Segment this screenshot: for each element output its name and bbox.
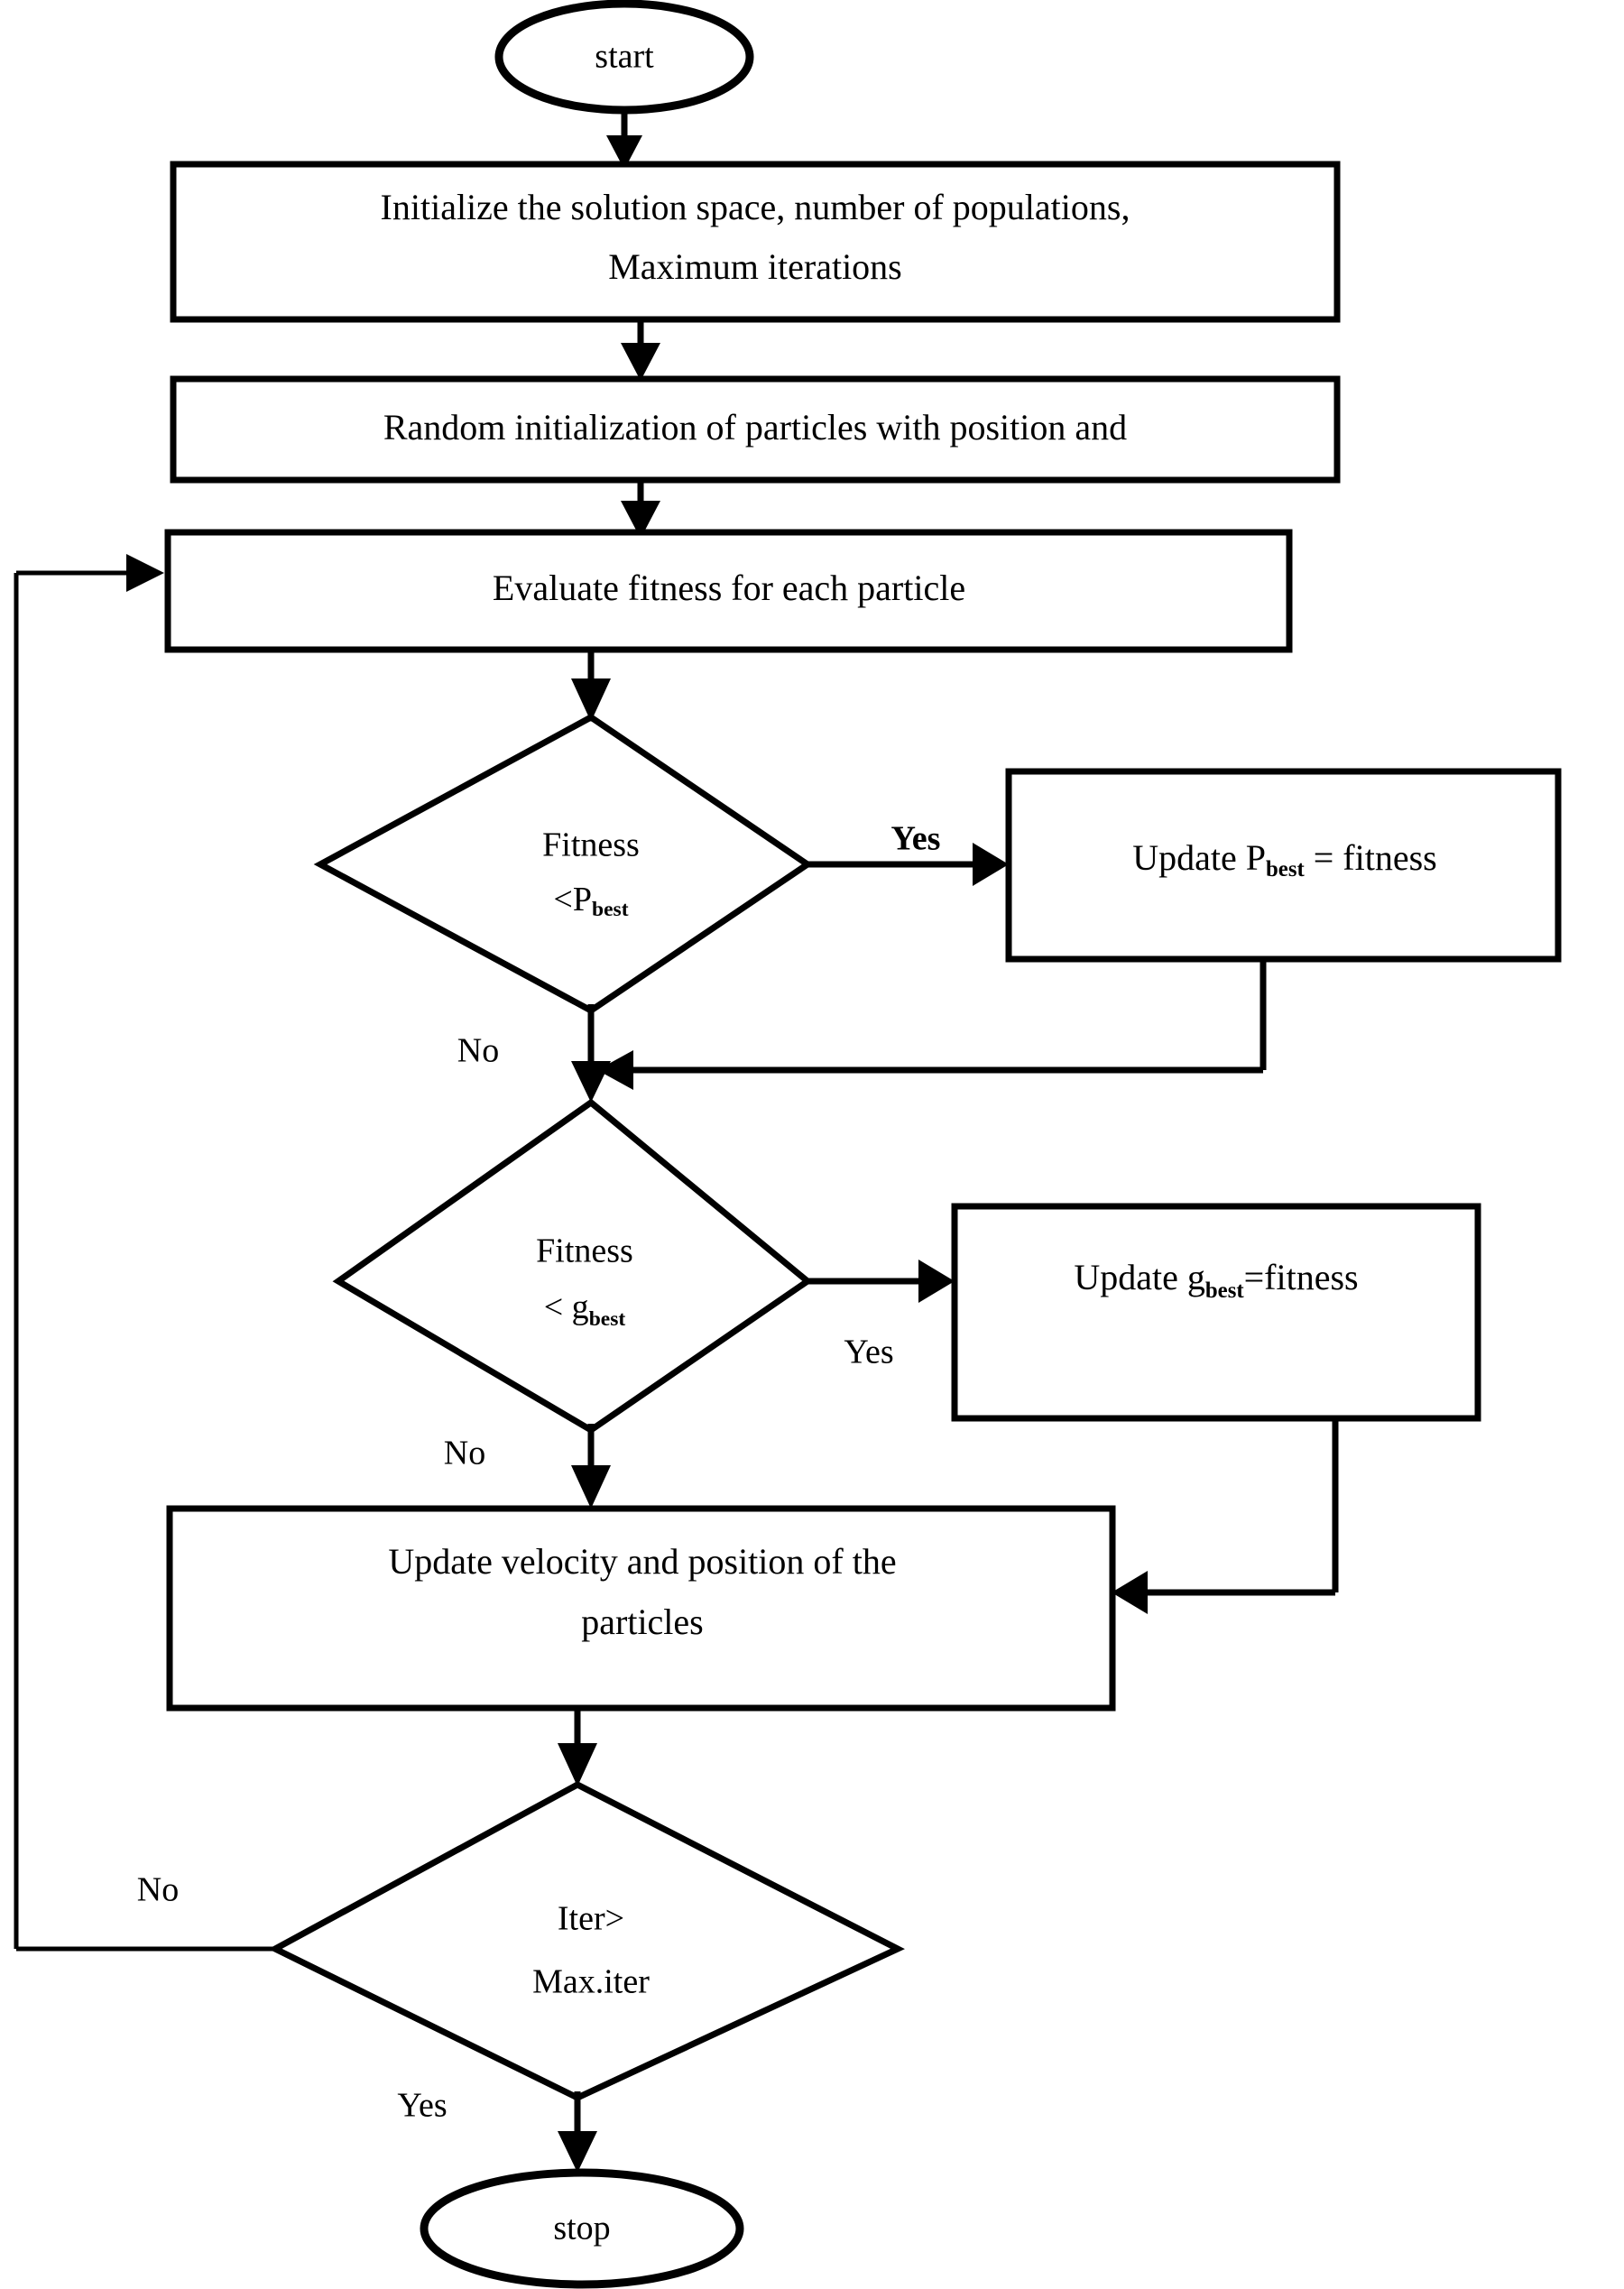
node-decision-pbest-line2: <Pbest	[553, 881, 628, 922]
node-decision-fitness-lt-gbest[interactable]: Fitness < gbest	[332, 1098, 813, 1435]
edge-start-to-init	[606, 108, 642, 170]
node-update-pbest-label: Update Pbest = fitness	[1132, 837, 1436, 881]
edge-random-init-to-evaluate	[621, 480, 660, 539]
node-decision-iter-gt-maxiter[interactable]: Iter> Max.iter	[268, 1781, 905, 2101]
node-initialize[interactable]: Initialize the solution space, number of…	[170, 161, 1341, 323]
edge-pbest-yes	[807, 843, 1009, 886]
node-update-velocity-position[interactable]: Update velocity and position of the part…	[166, 1505, 1116, 1712]
edge-gbest-yes	[807, 1260, 955, 1303]
edge-init-to-random-init	[621, 318, 660, 381]
edge-iter-no-feedback-loop	[14, 554, 275, 1952]
node-decision-iter-line1: Iter>	[558, 1900, 624, 1938]
edge-pbest-no	[571, 1004, 611, 1103]
node-stop-label: stop	[553, 2210, 610, 2247]
edge-gbest-no	[571, 1424, 611, 1509]
node-decision-pbest-line2-pre: <P	[553, 881, 592, 918]
edge-label-iter-yes: Yes	[397, 2087, 447, 2125]
node-initialize-line2: Maximum iterations	[608, 246, 902, 287]
node-initialize-line1: Initialize the solution space, number of…	[381, 187, 1130, 227]
node-update-velocity-line1: Update velocity and position of the	[388, 1541, 896, 1582]
node-random-initialization-line1: Random initialization of particles with …	[383, 407, 1127, 448]
node-update-pbest[interactable]: Update Pbest = fitness	[1005, 768, 1562, 963]
node-update-pbest-post: = fitness	[1305, 837, 1437, 878]
edge-label-iter-no: No	[137, 1871, 179, 1909]
edge-update-pbest-to-merge	[597, 959, 1267, 1090]
node-start-label: start	[595, 38, 654, 76]
node-update-gbest-post: =fitness	[1244, 1257, 1359, 1297]
node-stop[interactable]: stop	[420, 2168, 744, 2289]
node-decision-pbest-line2-sub: best	[592, 898, 629, 921]
node-update-gbest-label: Update gbest=fitness	[1074, 1257, 1358, 1303]
node-update-gbest-pre: Update g	[1074, 1257, 1205, 1297]
edge-label-gbest-no: No	[444, 1435, 485, 1472]
edge-update-gbest-to-velocity	[1112, 1418, 1339, 1614]
edge-velocity-to-decision-iter	[558, 1708, 597, 1786]
node-update-gbest[interactable]: Update gbest=fitness	[951, 1203, 1481, 1422]
node-decision-gbest-line2-sub: best	[589, 1307, 626, 1331]
node-decision-pbest-line1: Fitness	[542, 826, 640, 864]
node-evaluate-fitness[interactable]: Evaluate fitness for each particle	[164, 529, 1293, 653]
edge-label-pbest-yes: Yes	[891, 820, 941, 858]
node-decision-gbest-line1: Fitness	[536, 1232, 633, 1270]
edge-label-gbest-yes: Yes	[844, 1334, 893, 1371]
node-decision-iter-line2: Max.iter	[532, 1963, 650, 2001]
node-decision-fitness-lt-pbest[interactable]: Fitness <Pbest	[313, 713, 814, 1015]
node-start[interactable]: start	[494, 0, 754, 115]
edge-iter-yes-to-stop	[558, 2091, 597, 2173]
node-decision-gbest-line2-pre: < g	[544, 1288, 589, 1326]
edge-label-pbest-no: No	[457, 1032, 499, 1070]
node-update-pbest-pre: Update P	[1132, 837, 1266, 878]
node-evaluate-fitness-label: Evaluate fitness for each particle	[493, 568, 965, 608]
node-decision-gbest-line2: < gbest	[544, 1288, 626, 1332]
node-update-gbest-sub: best	[1205, 1278, 1244, 1303]
edge-evaluate-to-decision-pbest	[571, 650, 611, 722]
node-update-pbest-sub: best	[1266, 857, 1305, 881]
node-random-initialization[interactable]: Random initialization of particles with …	[170, 375, 1341, 484]
node-update-velocity-line2: particles	[581, 1601, 704, 1642]
